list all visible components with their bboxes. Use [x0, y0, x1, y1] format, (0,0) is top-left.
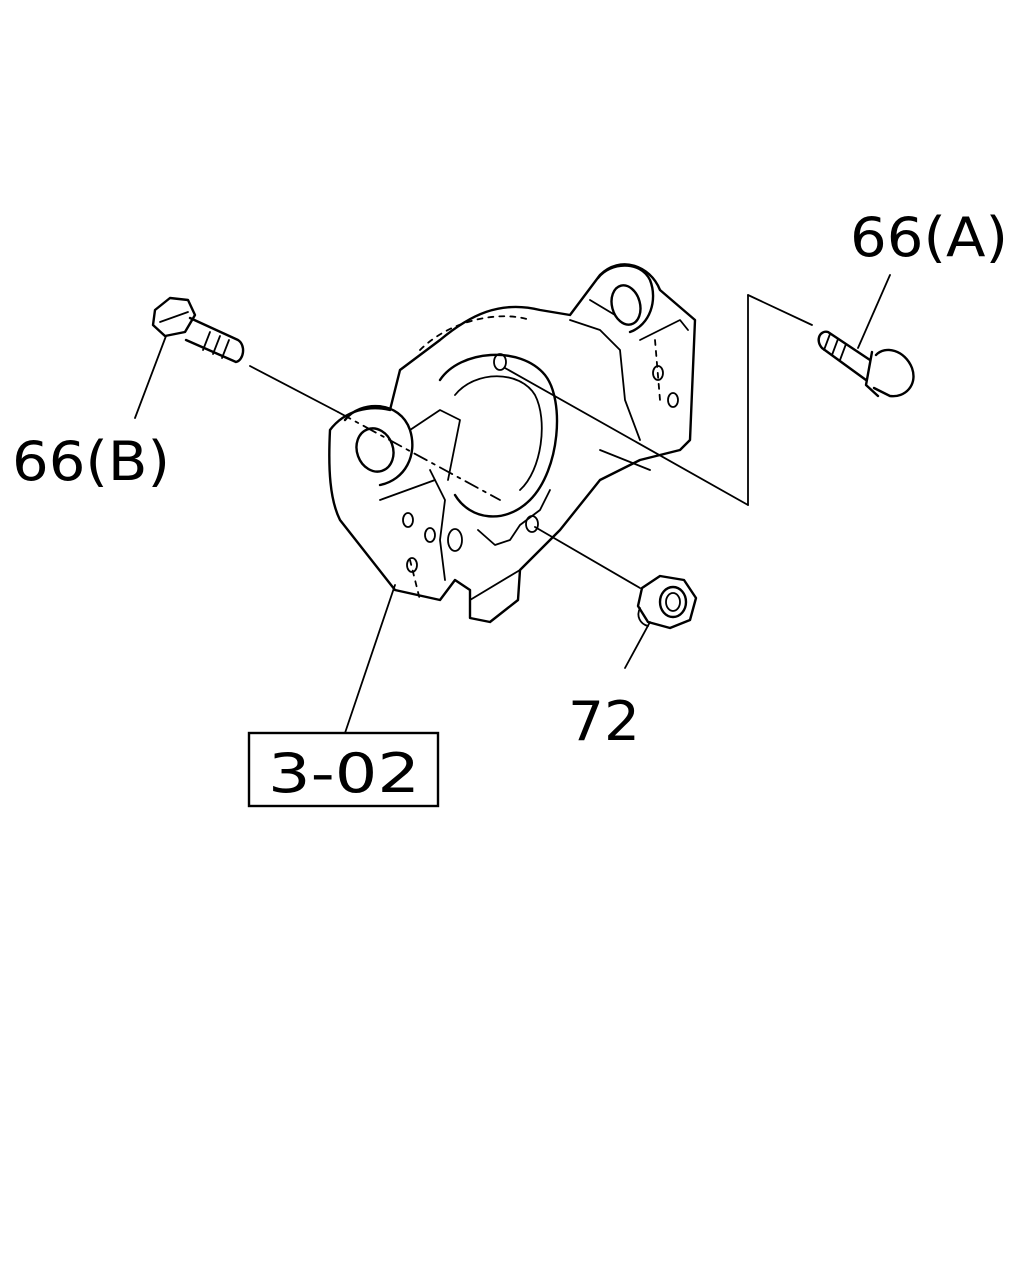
bolt-66a-icon [817, 330, 915, 398]
callout-72: 72 [568, 690, 640, 753]
bolt-66b-icon [151, 296, 245, 364]
callout-66b: 66(B) [12, 430, 170, 493]
callout-3-02-box [247, 731, 440, 808]
leader-lines [134, 274, 891, 734]
callout-3-02: 3-02 [268, 742, 420, 805]
assembly-lines [249, 294, 813, 589]
mounting-bracket [328, 263, 697, 624]
callout-66a: 66(A) [850, 206, 1008, 269]
flange-nut-72-icon [636, 574, 698, 630]
